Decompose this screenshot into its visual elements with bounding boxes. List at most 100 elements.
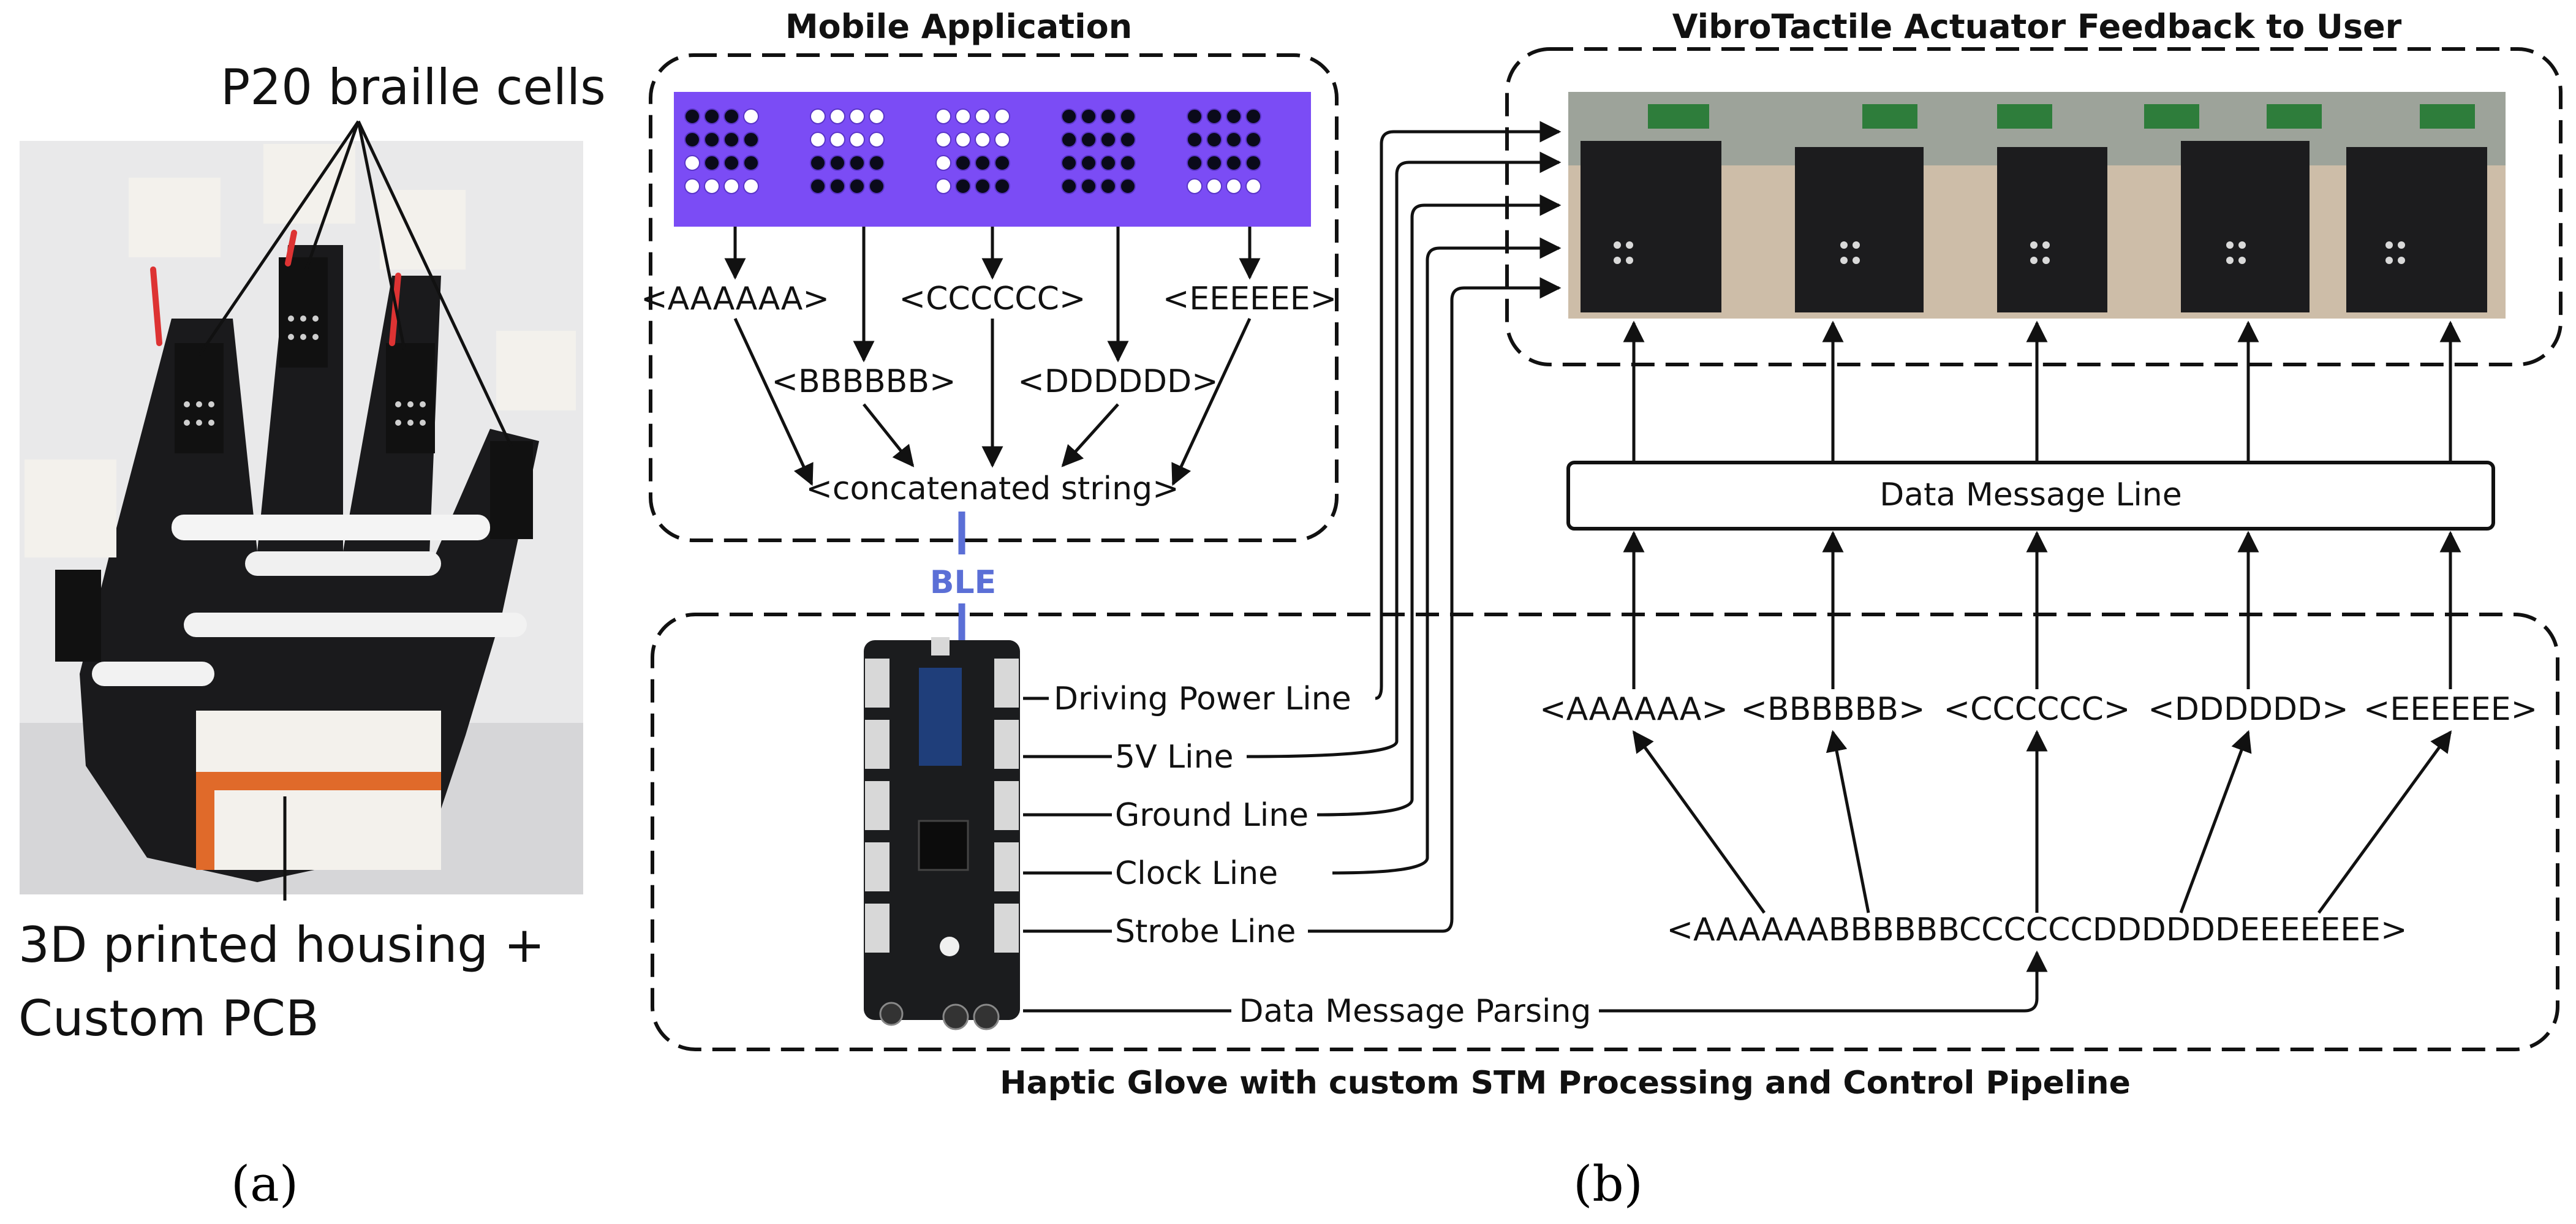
- parsed-string-e: <EEEEEE>: [2363, 691, 2537, 728]
- braille-dot: [743, 155, 759, 171]
- braille-dot: [1187, 108, 1203, 124]
- braille-cell: [684, 108, 759, 194]
- braille-dot: [935, 108, 951, 124]
- braille-dot: [1245, 108, 1261, 124]
- feedback-title: VibroTactile Actuator Feedback to User: [1672, 7, 2402, 46]
- braille-cell: [1187, 108, 1261, 194]
- braille-dot: [1100, 155, 1116, 171]
- braille-cell: [1061, 108, 1136, 194]
- concatenated-string: <concatenated string>: [806, 470, 1179, 507]
- callout-braille-lines: [197, 120, 513, 448]
- callout-housing-line1: 3D printed housing +: [18, 916, 545, 973]
- braille-dot: [1206, 155, 1222, 171]
- braille-dot: [849, 178, 865, 194]
- parsed-to-dataline-arrows: [1623, 531, 2461, 689]
- dataline-to-actuator-arrows: [1623, 320, 2461, 463]
- braille-dot: [869, 108, 885, 124]
- braille-dot: [869, 178, 885, 194]
- braille-display: [674, 92, 1311, 227]
- braille-dot: [935, 132, 951, 148]
- braille-dot: [955, 155, 971, 171]
- braille-dot: [955, 178, 971, 194]
- braille-dot: [723, 155, 739, 171]
- braille-dot: [1081, 178, 1097, 194]
- combined-string: <AAAAAABBBBBBCCCCCCDDDDDDEEEEEEE>: [1666, 912, 2407, 948]
- braille-dot: [810, 178, 826, 194]
- braille-dot: [704, 155, 720, 171]
- braille-dot: [1120, 178, 1136, 194]
- control-lines: [1023, 121, 1562, 933]
- glove-pipeline-box: [651, 613, 2559, 1051]
- callout-braille-cells: P20 braille cells: [221, 59, 606, 116]
- braille-dot: [684, 178, 700, 194]
- parsing-arrow: [1023, 950, 2048, 1013]
- braille-dot: [1226, 155, 1242, 171]
- braille-dot: [1187, 132, 1203, 148]
- actuator-photo: [1568, 92, 2506, 319]
- string-to-concat-arrows: [733, 317, 1252, 486]
- cell-to-string-arrows: [724, 227, 1261, 363]
- braille-dot: [1187, 155, 1203, 171]
- strobe-line-label: Strobe Line: [1115, 913, 1296, 950]
- stm-board: [864, 637, 1020, 1030]
- app-string-b: <BBBBBB>: [771, 363, 956, 400]
- braille-dot: [849, 108, 865, 124]
- glove-photo: [20, 141, 583, 894]
- clock-line-label: Clock Line: [1115, 855, 1278, 892]
- ble-label: BLE: [930, 564, 996, 601]
- braille-dot: [829, 155, 845, 171]
- braille-dot: [1226, 132, 1242, 148]
- braille-dot: [704, 132, 720, 148]
- data-message-line-box: [1566, 461, 2495, 531]
- braille-dot: [849, 132, 865, 148]
- braille-dot: [955, 132, 971, 148]
- glove-pipeline-title: Haptic Glove with custom STM Processing …: [1000, 1065, 2131, 1101]
- braille-dot: [975, 155, 991, 171]
- app-string-a: <AAAAAA>: [641, 281, 829, 317]
- braille-dot: [1187, 178, 1203, 194]
- braille-dot: [723, 178, 739, 194]
- braille-dot: [1061, 108, 1077, 124]
- braille-dot: [955, 108, 971, 124]
- braille-dot: [1061, 132, 1077, 148]
- data-message-line-label: Data Message Line: [1879, 477, 2182, 513]
- braille-dot: [1081, 132, 1097, 148]
- braille-dot: [1226, 108, 1242, 124]
- 5v-line-label: 5V Line: [1115, 739, 1234, 776]
- braille-dot: [810, 132, 826, 148]
- braille-dot: [829, 108, 845, 124]
- app-string-c: <CCCCCC>: [899, 281, 1086, 317]
- braille-dot: [743, 132, 759, 148]
- braille-dot: [704, 178, 720, 194]
- braille-cell: [810, 108, 885, 194]
- braille-dot: [1245, 132, 1261, 148]
- braille-dot: [1206, 108, 1222, 124]
- braille-dot: [704, 108, 720, 124]
- mobile-app-title: Mobile Application: [785, 7, 1132, 46]
- parsed-string-a: <AAAAAA>: [1539, 691, 1728, 728]
- braille-dot: [1100, 132, 1116, 148]
- braille-dot: [975, 108, 991, 124]
- driving-power-line-label: Driving Power Line: [1054, 681, 1351, 717]
- braille-dot: [1245, 178, 1261, 194]
- parsed-string-b: <BBBBBB>: [1740, 691, 1925, 728]
- braille-dot: [1120, 132, 1136, 148]
- app-string-d: <DDDDDD>: [1018, 363, 1218, 400]
- braille-dot: [935, 155, 951, 171]
- braille-dot: [1120, 155, 1136, 171]
- braille-dot: [810, 155, 826, 171]
- braille-dot: [849, 155, 865, 171]
- braille-dot: [869, 132, 885, 148]
- braille-dot: [1206, 132, 1222, 148]
- braille-dot: [1061, 178, 1077, 194]
- braille-dot: [994, 132, 1010, 148]
- parsed-string-d: <DDDDDD>: [2148, 691, 2348, 728]
- braille-dot: [1120, 108, 1136, 124]
- braille-dot: [994, 178, 1010, 194]
- callout-housing-line2: Custom PCB: [18, 990, 319, 1047]
- braille-dot: [829, 132, 845, 148]
- braille-dot: [1245, 155, 1261, 171]
- braille-dot: [994, 108, 1010, 124]
- braille-dot: [1100, 108, 1116, 124]
